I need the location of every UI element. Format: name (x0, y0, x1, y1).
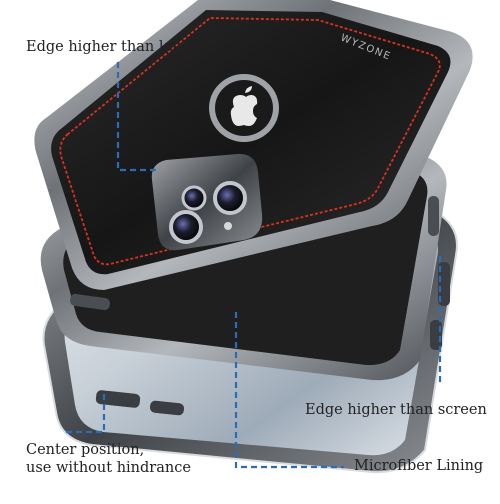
camera-lens-icon (181, 185, 207, 211)
red-stitching (59, 17, 441, 266)
callout-microfiber: Microfiber Lining (354, 458, 484, 474)
back-case-leather (51, 10, 451, 275)
apple-logo-icon (230, 86, 258, 126)
bumper-button-right-2 (430, 320, 442, 350)
callout-center-line2: use without hindrance (26, 460, 191, 476)
inner-case-button-left (70, 293, 110, 311)
bumper-button-left (95, 390, 141, 408)
leader-line-center (66, 394, 106, 434)
leader-line-lens (116, 62, 160, 172)
callout-center-line1: Center position, (26, 442, 145, 458)
leader-line-microfiber (234, 312, 344, 469)
callout-edge-screen: Edge higher than screen (305, 402, 487, 418)
leather-back-case: WYZONE (34, 0, 473, 290)
bumper-rim-highlight (42, 174, 458, 474)
bumper-button-left-2 (149, 400, 185, 416)
inner-case-button-right (428, 196, 439, 236)
bumper-button-right (438, 262, 450, 306)
leader-lines (66, 62, 442, 469)
flash-dot (224, 222, 232, 230)
camera-lens-icon (169, 210, 203, 244)
callout-edge-lens: Edge higher than lens (26, 39, 189, 55)
camera-lens-icon (213, 181, 247, 215)
